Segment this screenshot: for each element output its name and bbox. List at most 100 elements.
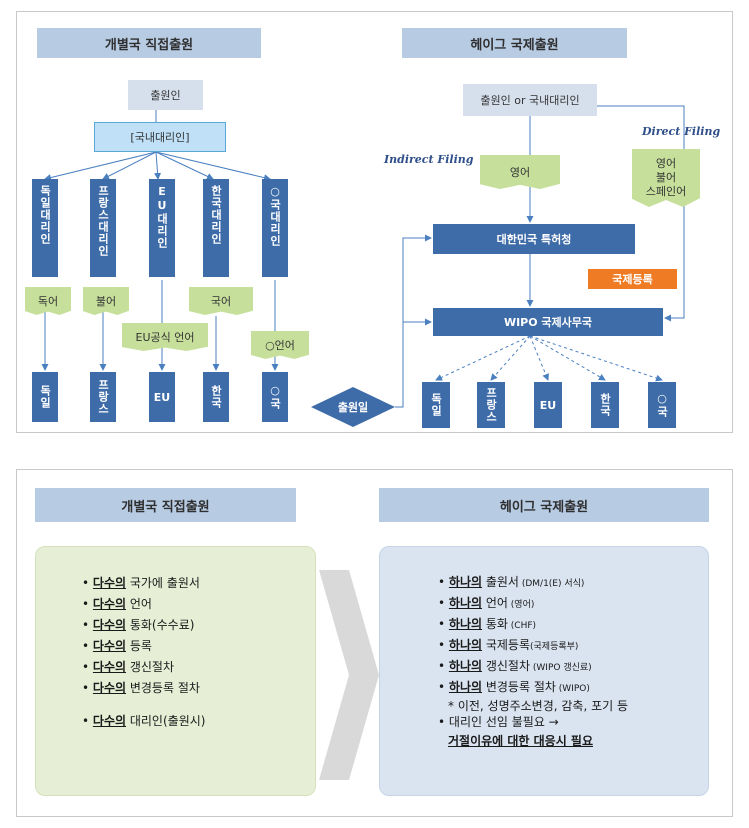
list-item-detail: (DM/1(E) 서식) [518,579,585,589]
list-item: • 다수의 언어 [82,597,152,611]
list-item-emphasis: 다수의 [92,618,127,632]
list-item-text: 통화(수수료) [126,618,195,632]
list-item: • 다수의 국가에 출원서 [82,576,200,590]
language-german: 독어 [25,287,71,315]
hague-destination-germany: 독일 [422,382,450,428]
hague-destination-other: ○국 [648,382,676,428]
list-item: • 하나의 출원서 (DM/1(E) 서식) [438,575,585,589]
agent-bar-germany: 독일대리인 [32,179,58,277]
destination-label: 한국 [598,393,612,417]
agent-bar-other: ○국대리인 [262,179,288,277]
destination-other: ○국 [262,372,288,422]
list-item-emphasis: 하나의 [448,659,483,673]
domestic-agent-box: [국내대리인] [94,122,226,152]
direct-language-item: 영어 [655,157,677,170]
list-item-emphasis: 다수의 [92,576,127,590]
list-item: • 다수의 등록 [82,639,152,653]
list-item: • 하나의 변경등록 절차 (WIPO) [438,680,590,694]
connector-lines [41,105,685,408]
list-item-detail: (CHF) [507,621,537,631]
list-item-detail: (WIPO) [555,684,590,694]
agent-label: 한국대리인 [209,185,223,245]
wipo-box: WIPO 국제사무국 [433,308,663,336]
list-item-emphasis: 다수의 [92,681,127,695]
list-item: • 다수의 대리인(출원시) [82,714,206,728]
agent-label: EU대리인 [155,185,169,249]
applicant-box: 출원인 [128,80,203,110]
agent-bar-france: 프랑스대리인 [90,179,116,277]
hague-destination-france: 프랑스 [477,382,505,428]
list-note: * 이전, 성명주소변경, 감축, 포기 등 [448,699,629,713]
list-item-detail: (국제등록부) [530,642,579,652]
indirect-language-box: 영어 [480,155,560,189]
list-item-emphasis: 하나의 [448,680,483,694]
direct-language-item: 불어 [655,171,677,184]
list-item: • 하나의 통화 (CHF) [438,617,537,631]
list-item-text: 갱신절차 [482,659,531,673]
indirect-filing-label: Indirect Filing [384,153,474,166]
direct-filing-label: Direct Filing [642,125,721,138]
list-item-emphasis: 다수의 [92,639,127,653]
hague-destination-eu: EU [534,382,562,428]
hague-filing-list: • 하나의 출원서 (DM/1(E) 서식) • 하나의 언어 (영어) • 하… [380,547,708,751]
list-item-text: 출원서 [482,575,519,589]
destination-label: 독일 [38,385,52,409]
comparison-panel: 개별국 직접출원 헤이그 국제출원 • 다수의 국가에 출원서 • 다수의 언어… [16,469,733,817]
language-eu: EU공식 언어 [122,323,208,351]
filing-flow-diagram: 개별국 직접출원 헤이그 국제출원 출원인 [국내대리인] 독일대리인 프랑스대… [16,11,733,433]
destination-eu: EU [149,372,175,422]
destination-label: 한국 [209,385,223,409]
destination-label: 프랑스 [484,387,498,423]
chevron-arrow-icon [319,570,379,780]
compare-hague-header: 헤이그 국제출원 [379,488,709,522]
list-item-emphasis: 하나의 [448,638,483,652]
destination-label: 독일 [429,393,443,417]
direct-filing-list-box: • 다수의 국가에 출원서 • 다수의 언어 • 다수의 통화(수수료) • 다… [35,546,316,796]
list-item-text: 국가에 출원서 [126,576,200,590]
language-french: 불어 [83,287,129,315]
language-other: ○언어 [251,331,309,359]
list-item-text: 국제등록 [482,638,531,652]
list-item-detail: (영어) [507,600,535,610]
intl-registration-box: 국제등록 [588,269,677,289]
list-item-text: 갱신절차 [126,660,175,674]
list-item: • 다수의 갱신절차 [82,660,175,674]
list-item-text: 대리인 선임 불필요 → [448,715,559,729]
list-item-text: 변경등록 절차 [126,681,200,695]
destination-label: ○국 [655,392,669,418]
hague-destination-korea: 한국 [591,382,619,428]
list-item-emphasis: 다수의 [92,714,127,728]
agent-bar-eu: EU대리인 [149,179,175,277]
list-item: • 대리인 선임 불필요 → [438,715,559,729]
list-item-emphasis: 하나의 [448,617,483,631]
list-item-emphasis: 하나의 [448,596,483,610]
destination-label: 프랑스 [96,379,110,415]
list-item: • 다수의 변경등록 절차 [82,681,200,695]
list-item-text: 대리인(출원시) [126,714,206,728]
direct-filing-header: 개별국 직접출원 [37,28,261,58]
destination-label: ○국 [268,384,282,410]
direct-language-item: 스페인어 [645,185,687,198]
kipo-box: 대한민국 특허청 [433,224,635,254]
list-item-emphasis: 하나의 [448,575,483,589]
list-item-detail: (WIPO 갱신료) [530,663,592,673]
list-item-text: 언어 [126,597,152,611]
list-item-emphasis: 거절이유에 대한 대응시 필요 [448,734,594,748]
hague-filing-header: 헤이그 국제출원 [402,28,627,58]
destination-france: 프랑스 [90,372,116,422]
list-item-continuation: 거절이유에 대한 대응시 필요 [438,732,708,751]
list-item: • 다수의 통화(수수료) [82,618,195,632]
list-item-emphasis: 다수의 [92,660,127,674]
agent-label: 프랑스대리인 [96,185,110,257]
agent-bar-korea: 한국대리인 [203,179,229,277]
list-item-text: 통화 [482,617,508,631]
list-item-emphasis: 다수의 [92,597,127,611]
agent-label: 독일대리인 [38,185,52,245]
language-korean: 국어 [189,287,253,315]
list-item-text: 등록 [126,639,152,653]
direct-language-box: 영어 불어 스페인어 [632,149,700,207]
list-item: • 하나의 국제등록(국제등록부) [438,638,579,652]
list-item: • 하나의 갱신절차 (WIPO 갱신료) [438,659,592,673]
list-item: • 하나의 언어 (영어) [438,596,535,610]
compare-direct-header: 개별국 직접출원 [35,488,296,522]
